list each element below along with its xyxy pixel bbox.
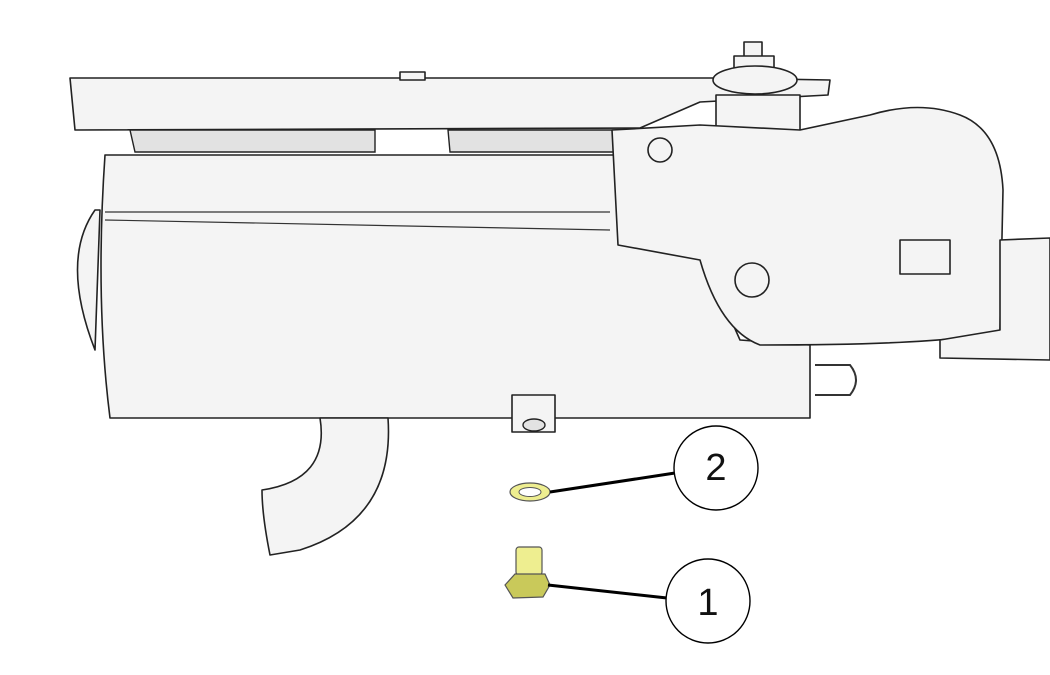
bolt-part-1 [504, 546, 551, 599]
callout-1: 1 [665, 558, 751, 644]
tailpipe [261, 417, 390, 556]
hanger-hook [815, 364, 857, 396]
callout-2: 2 [673, 425, 759, 511]
mounting-plate [69, 71, 831, 153]
leader-line-1 [547, 583, 668, 600]
drain-boss [511, 394, 556, 433]
outlet-cover [611, 106, 1050, 361]
leader-line-2 [549, 471, 676, 494]
callout-2-label: 2 [705, 447, 726, 489]
callout-1-label: 1 [697, 582, 718, 624]
washer-part-2 [509, 482, 551, 502]
